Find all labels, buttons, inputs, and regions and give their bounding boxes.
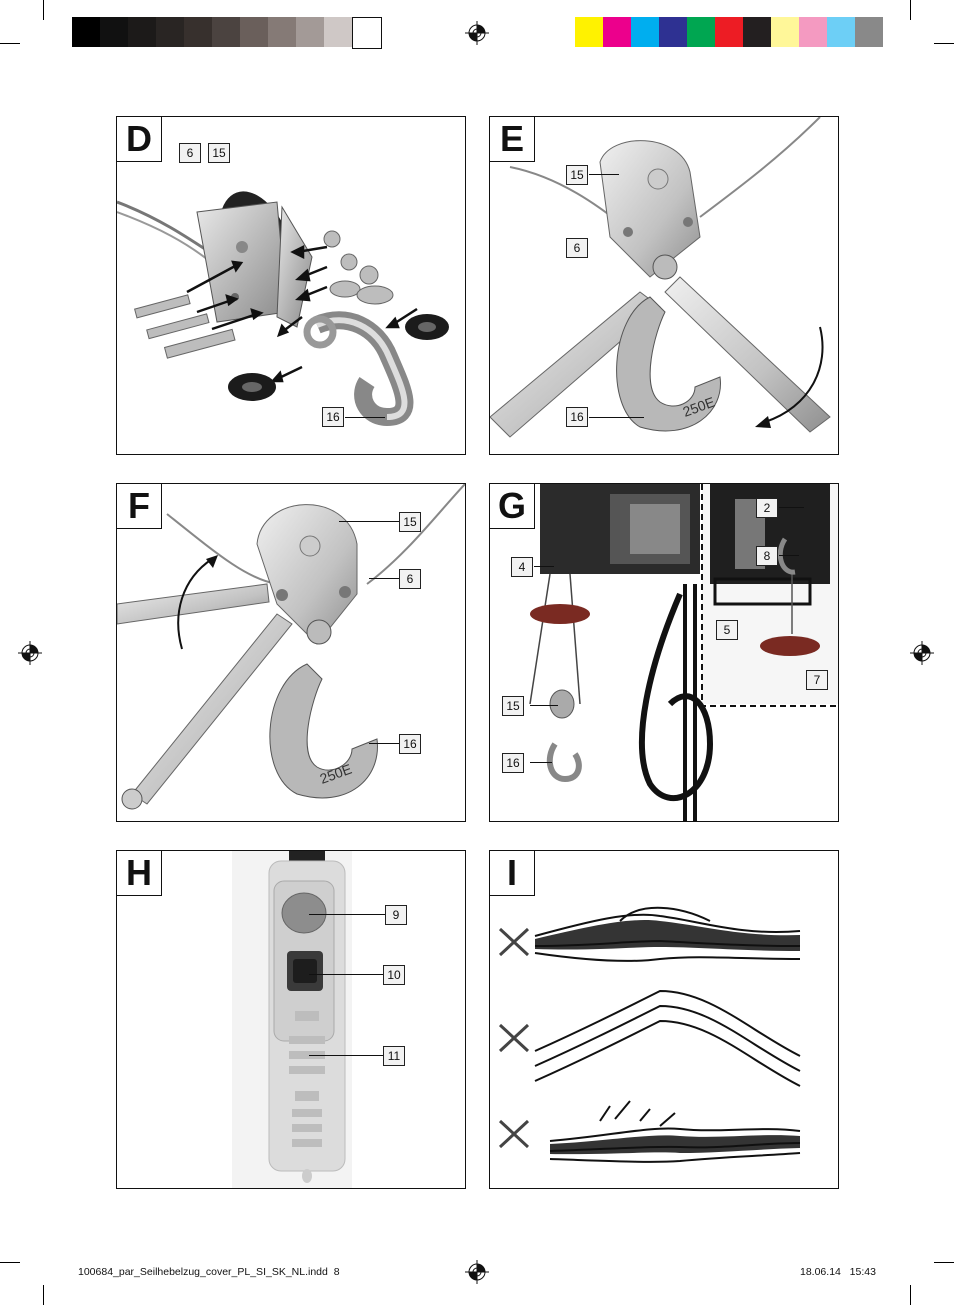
callout-16: 16 (322, 407, 344, 427)
panel-e: E 250E 15 6 16 (489, 116, 839, 455)
leader-line (345, 417, 385, 418)
color-swatch (715, 17, 743, 47)
pulley-wrench-illustration: 250E (490, 117, 831, 438)
panel-letter: E (490, 117, 535, 162)
leader-line (589, 417, 644, 418)
panel-letter: D (117, 117, 162, 162)
callout-15: 15 (566, 165, 588, 185)
color-swatch (855, 17, 883, 47)
callout-10: 10 (383, 965, 405, 985)
leader-line (779, 555, 799, 556)
callout-16: 16 (502, 753, 524, 773)
leader-line (589, 174, 619, 175)
gray-swatch (352, 17, 382, 49)
panel-f: F 250E 15 6 16 (116, 483, 466, 822)
color-swatch (631, 17, 659, 47)
panel-d: D (116, 116, 466, 455)
leader-line (530, 762, 552, 763)
x-mark-icon (498, 1119, 530, 1149)
callout-15: 15 (208, 143, 230, 163)
pulley-assembly-illustration (117, 191, 449, 427)
gray-swatch (240, 17, 268, 47)
hoist-mounting-illustration (529, 484, 838, 821)
panel-h: H 9 10 11 (116, 850, 466, 1189)
footer-filename: 100684_par_Seilhebelzug_cover_PL_SI_SK_N… (78, 1266, 340, 1278)
callout-7: 7 (806, 670, 828, 690)
callout-6: 6 (566, 238, 588, 258)
color-swatch (575, 17, 603, 47)
color-swatch (603, 17, 631, 47)
panel-letter: G (490, 484, 535, 529)
leader-line (779, 507, 804, 508)
color-swatch (687, 17, 715, 47)
panel-g: G 4 15 16 2 8 5 7 (489, 483, 839, 822)
gray-swatch (128, 17, 156, 47)
footer-timestamp: 18.06.14 15:43 (800, 1266, 876, 1278)
callout-6: 6 (179, 143, 201, 163)
gray-swatch (72, 17, 100, 47)
leader-line (339, 521, 399, 522)
panel-letter: F (117, 484, 162, 529)
callout-8: 8 (756, 546, 778, 566)
callout-6: 6 (399, 569, 421, 589)
leader-line (534, 566, 554, 567)
callout-15: 15 (399, 512, 421, 532)
panel-letter: I (490, 851, 535, 896)
color-swatch (827, 17, 855, 47)
callout-15: 15 (502, 696, 524, 716)
x-mark-icon (498, 1023, 530, 1053)
gray-swatch (324, 17, 352, 47)
color-swatch (659, 17, 687, 47)
callout-16: 16 (399, 734, 421, 754)
callout-11: 11 (383, 1046, 405, 1066)
callout-9: 9 (385, 905, 407, 925)
leader-line (369, 743, 399, 744)
leader-line (530, 705, 558, 706)
color-swatch (743, 17, 771, 47)
leader-line (309, 914, 385, 915)
callout-2: 2 (756, 498, 778, 518)
leader-line (309, 1055, 383, 1056)
damaged-rope-illustrations (498, 906, 801, 1163)
pendant-control-illustration (232, 851, 352, 1188)
gray-swatch (212, 17, 240, 47)
callout-16: 16 (566, 407, 588, 427)
panel-i: I (489, 850, 839, 1189)
footer-date: 18.06.14 (800, 1266, 841, 1278)
footer-page: 8 (333, 1266, 340, 1278)
color-swatch (771, 17, 799, 47)
callout-4: 4 (511, 557, 533, 577)
panel-letter: H (117, 851, 162, 896)
gray-swatch (100, 17, 128, 47)
gray-swatch (268, 17, 296, 47)
x-mark-icon (498, 927, 530, 957)
footer-file: 100684_par_Seilhebelzug_cover_PL_SI_SK_N… (78, 1266, 328, 1278)
leader-line (369, 578, 399, 579)
leader-line (309, 974, 383, 975)
gray-swatch (184, 17, 212, 47)
footer-time: 15:43 (849, 1266, 876, 1278)
pulley-wrench-illustration: 250E (117, 484, 465, 810)
gray-swatch (296, 17, 324, 47)
callout-5: 5 (716, 620, 738, 640)
gray-swatch (156, 17, 184, 47)
color-swatch (799, 17, 827, 47)
